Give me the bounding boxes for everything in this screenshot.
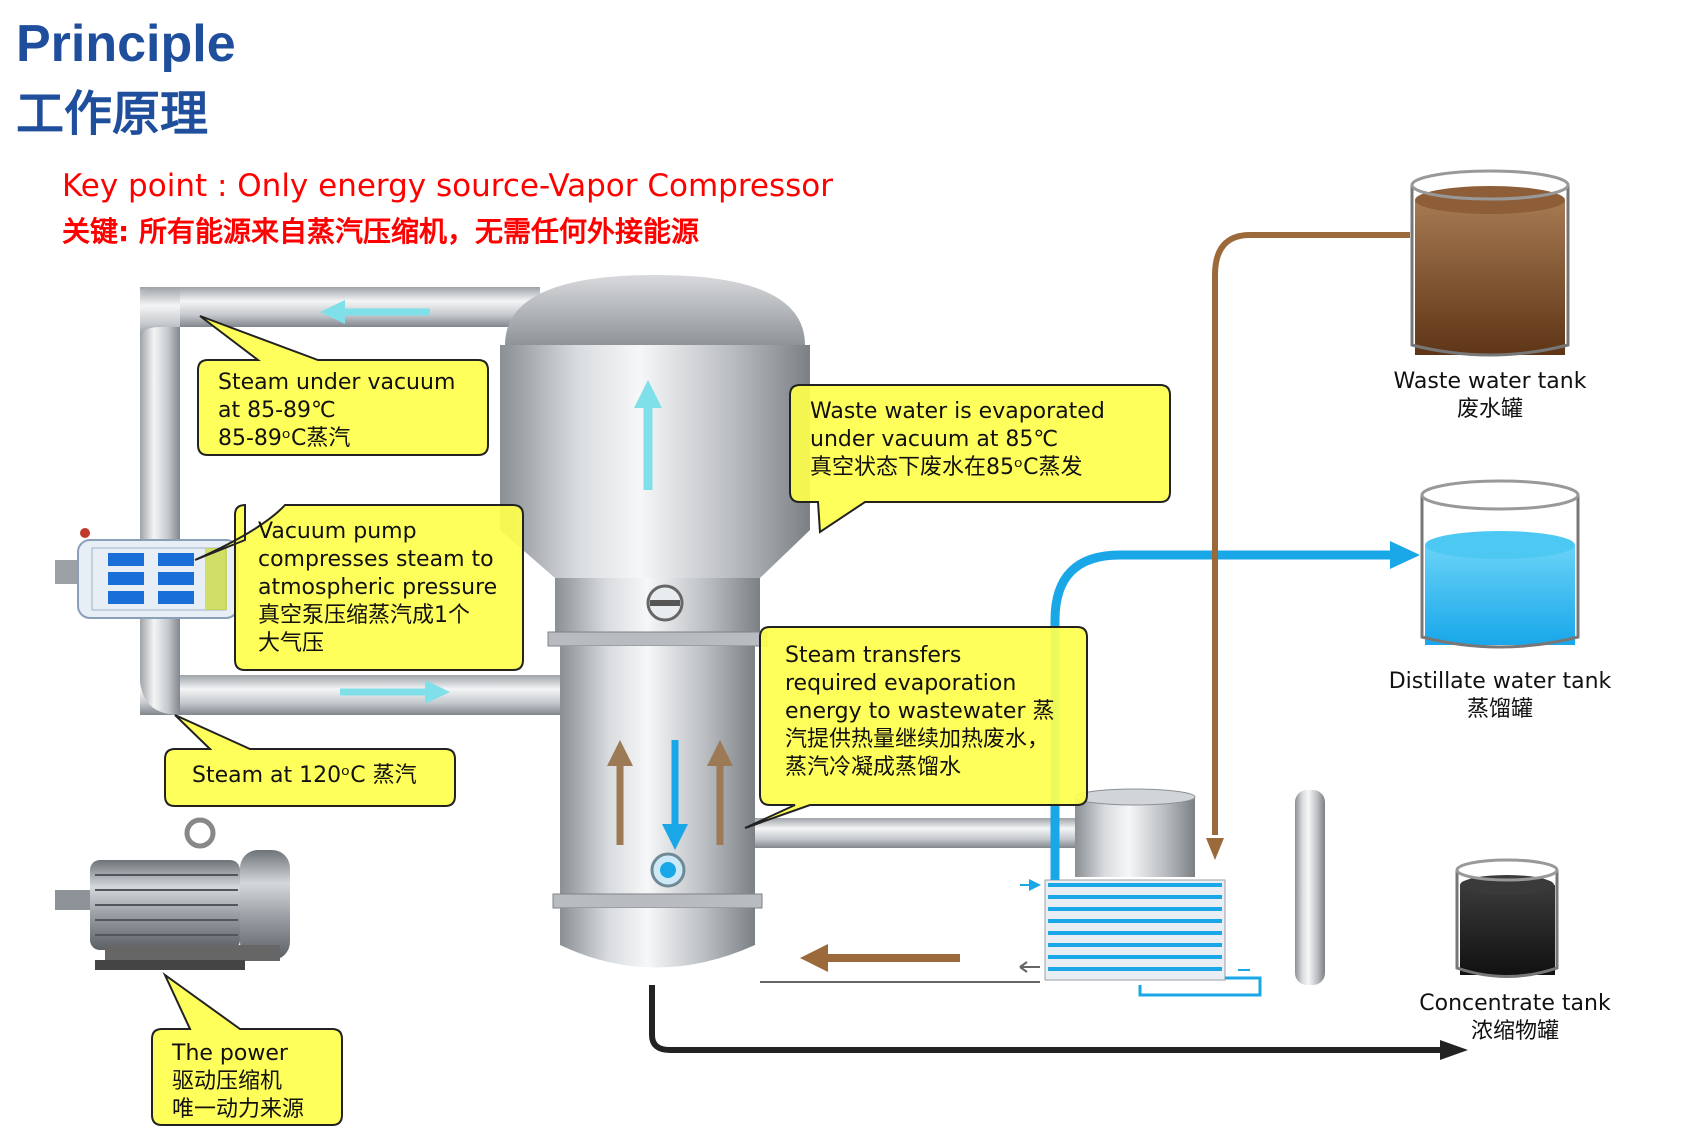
concentrate-tank-label: Concentrate tank 浓缩物罐 [1400, 990, 1630, 1046]
callout-steam-vacuum-line: at 85-89℃ [218, 398, 336, 423]
callout-steam-transfers-line: 蒸汽冷凝成蒸馏水 [785, 755, 962, 780]
concentrate-tank-label-en: Concentrate tank [1419, 991, 1611, 1016]
distillate-line [1050, 550, 1395, 880]
callout-steam-vacuum-bubble [197, 315, 489, 456]
callout-vacuum-pump-line: 真空泵压缩蒸汽成1个 [258, 603, 470, 628]
callout-steam-transfers-line: 汽提供热量继续加热废水， [785, 727, 1050, 752]
callout-waste-evaporated-bubble [789, 384, 1171, 534]
waste-tank-label-en: Waste water tank [1393, 369, 1587, 394]
key-point-en: Key point : Only energy source-Vapor Com… [62, 168, 833, 204]
concentrate-tank [1455, 858, 1559, 978]
evaporator-vessel [500, 275, 810, 968]
callout-waste-evaporated-line: 真空状态下废水在85ᵒC蒸发 [810, 455, 1083, 480]
callout-steam-transfers-line: energy to wastewater 蒸 [785, 699, 1055, 724]
callout-steam-transfers: Steam transfers required evaporation ene… [785, 642, 1055, 782]
distillate-water-tank [1420, 479, 1580, 649]
callout-vacuum-pump-line: 大气压 [258, 631, 325, 656]
return-arrows [760, 961, 1040, 983]
waste-tank-label: Waste water tank 废水罐 [1380, 368, 1600, 424]
waste-tank-label-zh: 废水罐 [1456, 397, 1523, 422]
callout-vacuum-pump-line: Vacuum pump [258, 519, 417, 544]
callout-power-line: The power [172, 1041, 288, 1066]
callout-vacuum-pump-line: compresses steam to [258, 547, 494, 572]
motor [55, 817, 290, 970]
callout-vacuum-pump-bubble [194, 503, 524, 671]
callout-steam-vacuum: Steam under vacuum at 85-89℃ 85-89ᵒC蒸汽 [218, 369, 455, 453]
distillate-tank-label-en: Distillate water tank [1388, 669, 1612, 694]
concentrate-arrowhead [1440, 1040, 1468, 1060]
callout-vacuum-pump: Vacuum pump compresses steam to atmosphe… [258, 518, 497, 658]
waste-feed-line [1212, 232, 1410, 835]
page-title-en: Principle [16, 15, 236, 73]
callout-power: The power 驱动压缩机 唯一动力来源 [172, 1040, 304, 1124]
callout-waste-evaporated: Waste water is evaporated under vacuum a… [810, 398, 1105, 482]
callout-waste-evaporated-line: under vacuum at 85℃ [810, 427, 1059, 452]
callout-steam-transfers-line: required evaporation [785, 671, 1017, 696]
callout-power-bubble [151, 971, 343, 1126]
callout-steam-vacuum-line: Steam under vacuum [218, 370, 456, 395]
callout-steam-transfers-bubble [744, 626, 1088, 829]
waste-water-tank [1410, 169, 1570, 357]
callout-vacuum-pump-line: atmospheric pressure [258, 575, 498, 600]
distillate-tank-label-zh: 蒸馏罐 [1466, 697, 1533, 722]
concentrate-line [649, 985, 1450, 1053]
vessel-to-exchanger-pipe [755, 818, 1075, 848]
vacuum-pump [55, 528, 239, 619]
heat-exchanger [1020, 788, 1325, 997]
callout-waste-evaporated-line: Waste water is evaporated [810, 399, 1105, 424]
callout-bubbles [151, 315, 1171, 1126]
callout-steam-120-bubble [164, 714, 456, 807]
callout-steam-120: Steam at 120ᵒC 蒸汽 [192, 762, 417, 790]
callout-power-line: 驱动压缩机 [172, 1069, 283, 1094]
callout-steam-transfers-line: Steam transfers [785, 643, 962, 668]
page-title-zh: 工作原理 [16, 88, 209, 141]
callout-steam-120-line: Steam at 120ᵒC 蒸汽 [192, 763, 417, 788]
concentrate-tank-label-zh: 浓缩物罐 [1470, 1019, 1559, 1044]
key-point-zh: 关键: 所有能源来自蒸汽压缩机，无需任何外接能源 [62, 215, 699, 248]
waste-feed-arrowhead [1206, 838, 1224, 860]
distillate-tank-label: Distillate water tank 蒸馏罐 [1370, 668, 1630, 724]
distillate-arrowhead [1390, 541, 1420, 569]
callout-power-line: 唯一动力来源 [172, 1097, 305, 1122]
callout-steam-vacuum-line: 85-89ᵒC蒸汽 [218, 426, 351, 451]
